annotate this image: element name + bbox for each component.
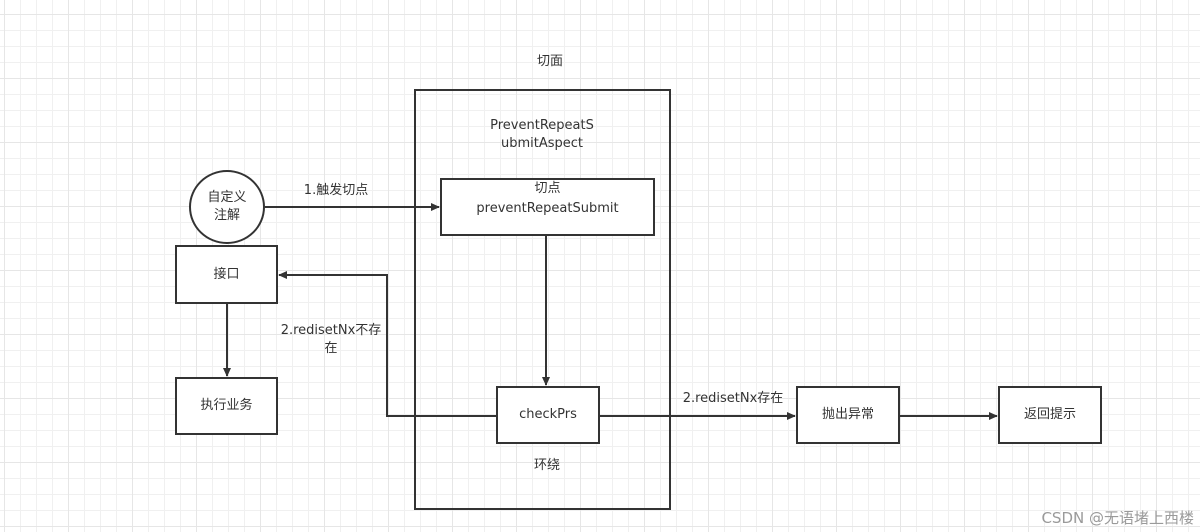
edge-label-not-exists-line1: 2.redisetNx不存 [280,323,382,338]
aspect-class-name: PreventRepeatS ubmitAspect [462,117,622,153]
execute-business-node[interactable]: 执行业务 [175,377,278,435]
aspect-title: 切面 [536,54,563,69]
custom-annotation-line1: 自定义 [207,190,247,205]
advice-type-label: 环绕 [533,458,560,473]
execute-business-label: 执行业务 [200,398,253,413]
interface-node[interactable]: 接口 [175,245,278,304]
pointcut-method: preventRepeatSubmit [476,201,619,216]
edge-label-not-exists: 2.redisetNx不存 在 [276,322,386,358]
aspect-class-name-line1: PreventRepeatS [490,118,594,133]
edge-label-trigger: 1.触发切点 [303,183,369,198]
throw-exception-label: 抛出异常 [821,407,874,422]
throw-exception-node[interactable]: 抛出异常 [796,386,900,444]
pointcut-node[interactable]: 切点 preventRepeatSubmit [440,178,655,236]
check-prs-node[interactable]: checkPrs [496,386,600,444]
return-hint-node[interactable]: 返回提示 [998,386,1102,444]
check-prs-label: checkPrs [519,407,577,422]
interface-label: 接口 [213,266,240,282]
pointcut-title: 切点 [534,181,561,196]
edge-label-exists: 2.redisetNx存在 [682,391,784,406]
custom-annotation-node[interactable]: 自定义 注解 [189,170,265,244]
edge-label-not-exists-line2: 在 [324,341,338,356]
custom-annotation-line2: 注解 [213,208,240,223]
return-hint-label: 返回提示 [1023,407,1076,422]
watermark: CSDN @无语堵上西楼 [1041,509,1194,527]
aspect-class-name-line2: ubmitAspect [500,136,584,151]
